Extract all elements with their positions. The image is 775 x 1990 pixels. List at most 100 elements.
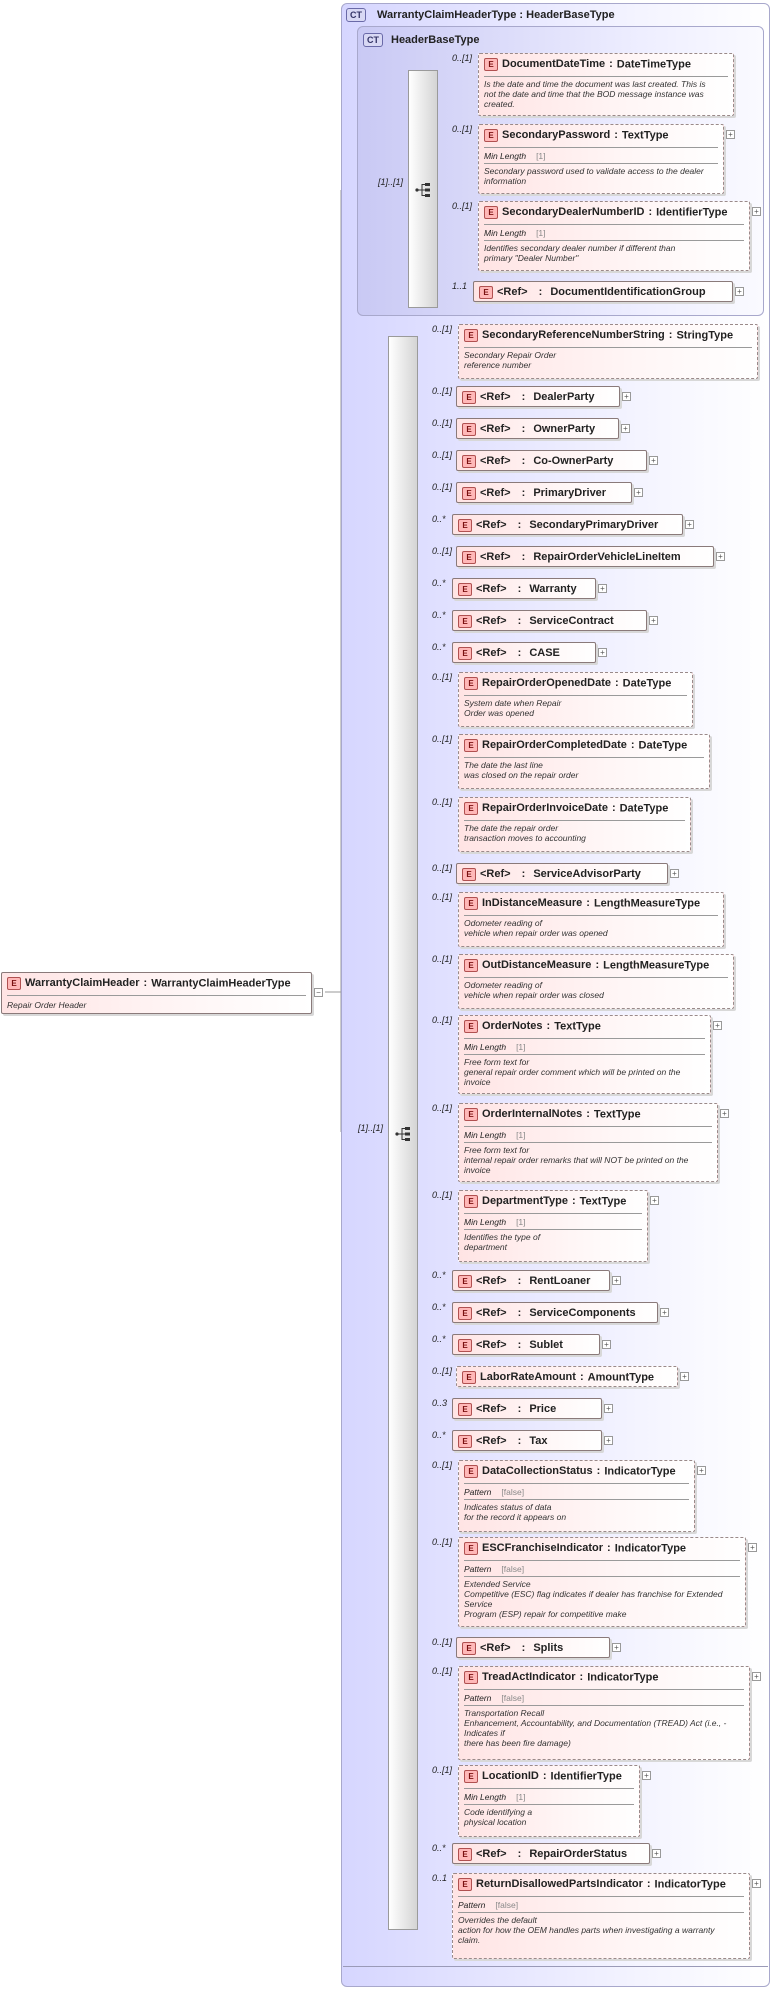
element-name: SecondaryPrimaryDriver	[529, 519, 659, 532]
main-element-warranty[interactable]: E<Ref> :Warranty	[452, 578, 596, 599]
facet-label: Pattern[false]	[464, 1487, 525, 1497]
expand-toggle-icon[interactable]: +	[713, 1021, 722, 1030]
element-doc: System date when Repair Order was opened	[464, 698, 562, 718]
element-header: E<Ref> :ServiceComponents	[458, 1307, 636, 1320]
expand-toggle-icon[interactable]: +	[598, 648, 607, 657]
element-name: LaborRateAmount	[480, 1371, 576, 1384]
expand-toggle-icon[interactable]: +	[621, 424, 630, 433]
main-element-rentloaner[interactable]: E<Ref> :RentLoaner	[452, 1270, 610, 1291]
element-divider	[464, 1483, 689, 1484]
element-divider	[484, 147, 718, 148]
element-icon: E	[464, 959, 478, 972]
expand-toggle-icon[interactable]: +	[622, 392, 631, 401]
expand-toggle-icon[interactable]: +	[612, 1643, 621, 1652]
ref-separator: :	[514, 583, 522, 596]
facet-label: Pattern[false]	[464, 1564, 525, 1574]
main-element-co-ownerparty[interactable]: E<Ref> :Co-OwnerParty	[456, 450, 647, 471]
expand-toggle-icon[interactable]: +	[604, 1436, 613, 1445]
expand-toggle-icon[interactable]: +	[720, 1109, 729, 1118]
expand-toggle-icon[interactable]: +	[634, 488, 643, 497]
element-type: DateTimeType	[616, 58, 691, 71]
main-element-ownerparty[interactable]: E<Ref> :OwnerParty	[456, 418, 619, 439]
expand-toggle-icon[interactable]: +	[752, 207, 761, 216]
expand-toggle-icon[interactable]: +	[649, 616, 658, 625]
expand-toggle-icon[interactable]: +	[685, 520, 694, 529]
main-element-sublet[interactable]: E<Ref> :Sublet	[452, 1334, 600, 1355]
element-doc: The date the repair order transaction mo…	[464, 823, 586, 843]
main-element-servicecontract[interactable]: E<Ref> :ServiceContract	[452, 610, 647, 631]
element-type: TextType	[554, 1020, 601, 1033]
element-divider	[464, 1689, 744, 1690]
main-element-dealerparty[interactable]: E<Ref> :DealerParty	[456, 386, 620, 407]
expand-toggle-icon[interactable]: +	[602, 1340, 611, 1349]
element-name: Tax	[529, 1435, 548, 1448]
ref-separator: :	[514, 1435, 522, 1448]
main-element-servicecomponents[interactable]: E<Ref> :ServiceComponents	[452, 1302, 658, 1323]
base-element-documentidentificationgroup[interactable]: E<Ref> :DocumentIdentificationGroup	[473, 281, 733, 302]
ref-label: <Ref>	[476, 1339, 507, 1352]
main-element-price[interactable]: E<Ref> :Price	[452, 1398, 602, 1419]
element-divider	[464, 1560, 740, 1561]
expand-toggle-icon[interactable]: +	[716, 552, 725, 561]
main-element-serviceadvisorparty[interactable]: E<Ref> :ServiceAdvisorParty	[456, 863, 668, 884]
expand-toggle-icon[interactable]: +	[680, 1372, 689, 1381]
element-divider	[464, 1142, 712, 1143]
expand-toggle-icon[interactable]: +	[650, 1196, 659, 1205]
expand-toggle-icon[interactable]: +	[652, 1849, 661, 1858]
ref-separator: :	[514, 1403, 522, 1416]
expand-toggle-icon[interactable]: +	[726, 130, 735, 139]
element-name: TreadActIndicator	[482, 1671, 576, 1684]
expand-toggle-icon[interactable]: +	[642, 1771, 651, 1780]
expand-toggle-icon[interactable]: +	[752, 1672, 761, 1681]
element-divider	[484, 224, 744, 225]
element-name: SecondaryReferenceNumberString	[482, 329, 665, 342]
expand-toggle-icon[interactable]: +	[670, 869, 679, 878]
main-element-repairordervehiclelineitem[interactable]: E<Ref> :RepairOrderVehicleLineItem	[456, 546, 714, 567]
main-element-repairorderstatus[interactable]: E<Ref> :RepairOrderStatus	[452, 1843, 650, 1864]
main-element-case[interactable]: E<Ref> :CASE	[452, 642, 596, 663]
expand-toggle-icon[interactable]: +	[735, 287, 744, 296]
main-element-primarydriver[interactable]: E<Ref> :PrimaryDriver	[456, 482, 632, 503]
main-element-secondaryprimarydriver[interactable]: E<Ref> :SecondaryPrimaryDriver	[452, 514, 683, 535]
expand-toggle-icon[interactable]: +	[649, 456, 658, 465]
expand-toggle-icon[interactable]: +	[748, 1543, 757, 1552]
expand-toggle-icon[interactable]: +	[752, 1879, 761, 1888]
expand-toggle-icon[interactable]: −	[314, 988, 323, 997]
type-separator: :	[609, 58, 613, 71]
element-icon: E	[462, 391, 476, 404]
element-icon: E	[458, 647, 472, 660]
element-icon: E	[464, 1020, 478, 1033]
expand-toggle-icon[interactable]: +	[612, 1276, 621, 1285]
expand-toggle-icon[interactable]: +	[604, 1404, 613, 1413]
cardinality-label: 0..[1]	[432, 1460, 453, 1470]
main-element-splits[interactable]: E<Ref> :Splits	[456, 1637, 610, 1658]
main-element-tax[interactable]: E<Ref> :Tax	[452, 1430, 602, 1451]
expand-toggle-icon[interactable]: +	[697, 1466, 706, 1475]
cardinality-label: 0..[1]	[452, 201, 473, 211]
element-divider	[464, 1126, 712, 1127]
ref-separator: :	[518, 487, 526, 500]
expand-toggle-icon[interactable]: +	[660, 1308, 669, 1317]
expand-toggle-icon[interactable]: +	[598, 584, 607, 593]
